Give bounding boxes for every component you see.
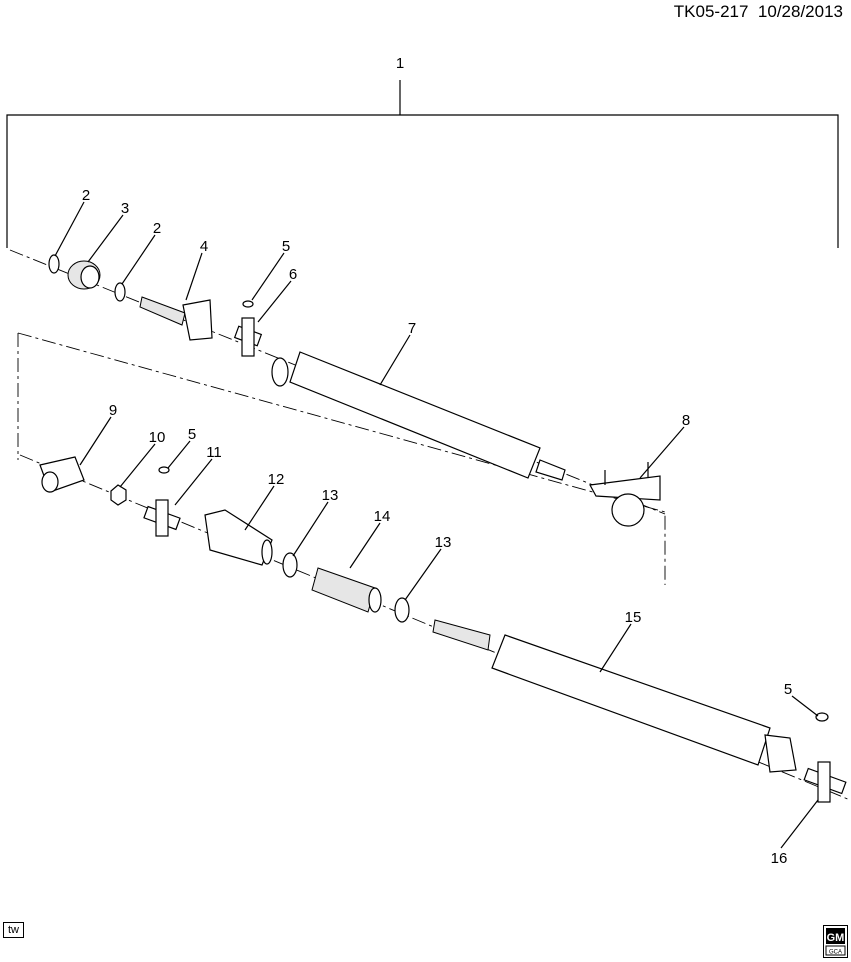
u-joint-11: [143, 466, 181, 537]
callout-1: 1: [396, 55, 404, 72]
svg-text:GM: GM: [827, 932, 845, 944]
snap-ring-2b: [114, 282, 126, 302]
callout-5: 5: [188, 426, 196, 443]
svg-text:GCA: GCA: [829, 950, 842, 956]
callout-10: 10: [149, 429, 166, 446]
callout-2: 2: [153, 220, 161, 237]
callout-8: 8: [682, 412, 690, 429]
clamp-13a: [282, 552, 298, 578]
diagram-id: TK05-217: [673, 2, 749, 21]
callout-15: 15: [625, 609, 642, 626]
u-joint-16: [803, 712, 847, 803]
center-bearing-8: [589, 462, 661, 527]
callout-3: 3: [121, 200, 129, 217]
slip-yoke-12: [204, 509, 273, 566]
callout-4: 4: [200, 238, 208, 255]
bearing-3: [67, 260, 101, 290]
clamp-13b: [394, 597, 410, 623]
callout-9: 9: [109, 402, 117, 419]
callout-14: 14: [374, 508, 391, 525]
callout-16: 16: [771, 850, 788, 867]
assembly-bracket: [6, 80, 839, 248]
callout-13: 13: [435, 534, 452, 551]
callout-11: 11: [206, 444, 222, 461]
callout-5: 5: [282, 238, 290, 255]
propeller-shaft-7: [271, 351, 566, 481]
gm-logo: GM GCA: [823, 925, 848, 958]
propeller-shaft-15: [432, 619, 797, 773]
slip-yoke-4: [139, 296, 213, 341]
diagram-header: TK05-217 10/28/2013: [674, 2, 843, 22]
snap-ring-2a: [48, 254, 60, 274]
callout-7: 7: [408, 320, 416, 337]
nut-10: [110, 484, 127, 506]
boot-14: [311, 567, 382, 613]
tw-badge: tw: [3, 922, 24, 938]
diagram-date: 10/28/2013: [757, 2, 843, 21]
callout-12: 12: [268, 471, 285, 488]
u-joint-6: [233, 300, 263, 357]
flange-yoke-9: [39, 456, 85, 493]
callout-6: 6: [289, 266, 297, 283]
callout-13: 13: [322, 487, 339, 504]
callout-2: 2: [82, 187, 90, 204]
callout-5: 5: [784, 681, 792, 698]
leader-lines: [54, 201, 819, 849]
